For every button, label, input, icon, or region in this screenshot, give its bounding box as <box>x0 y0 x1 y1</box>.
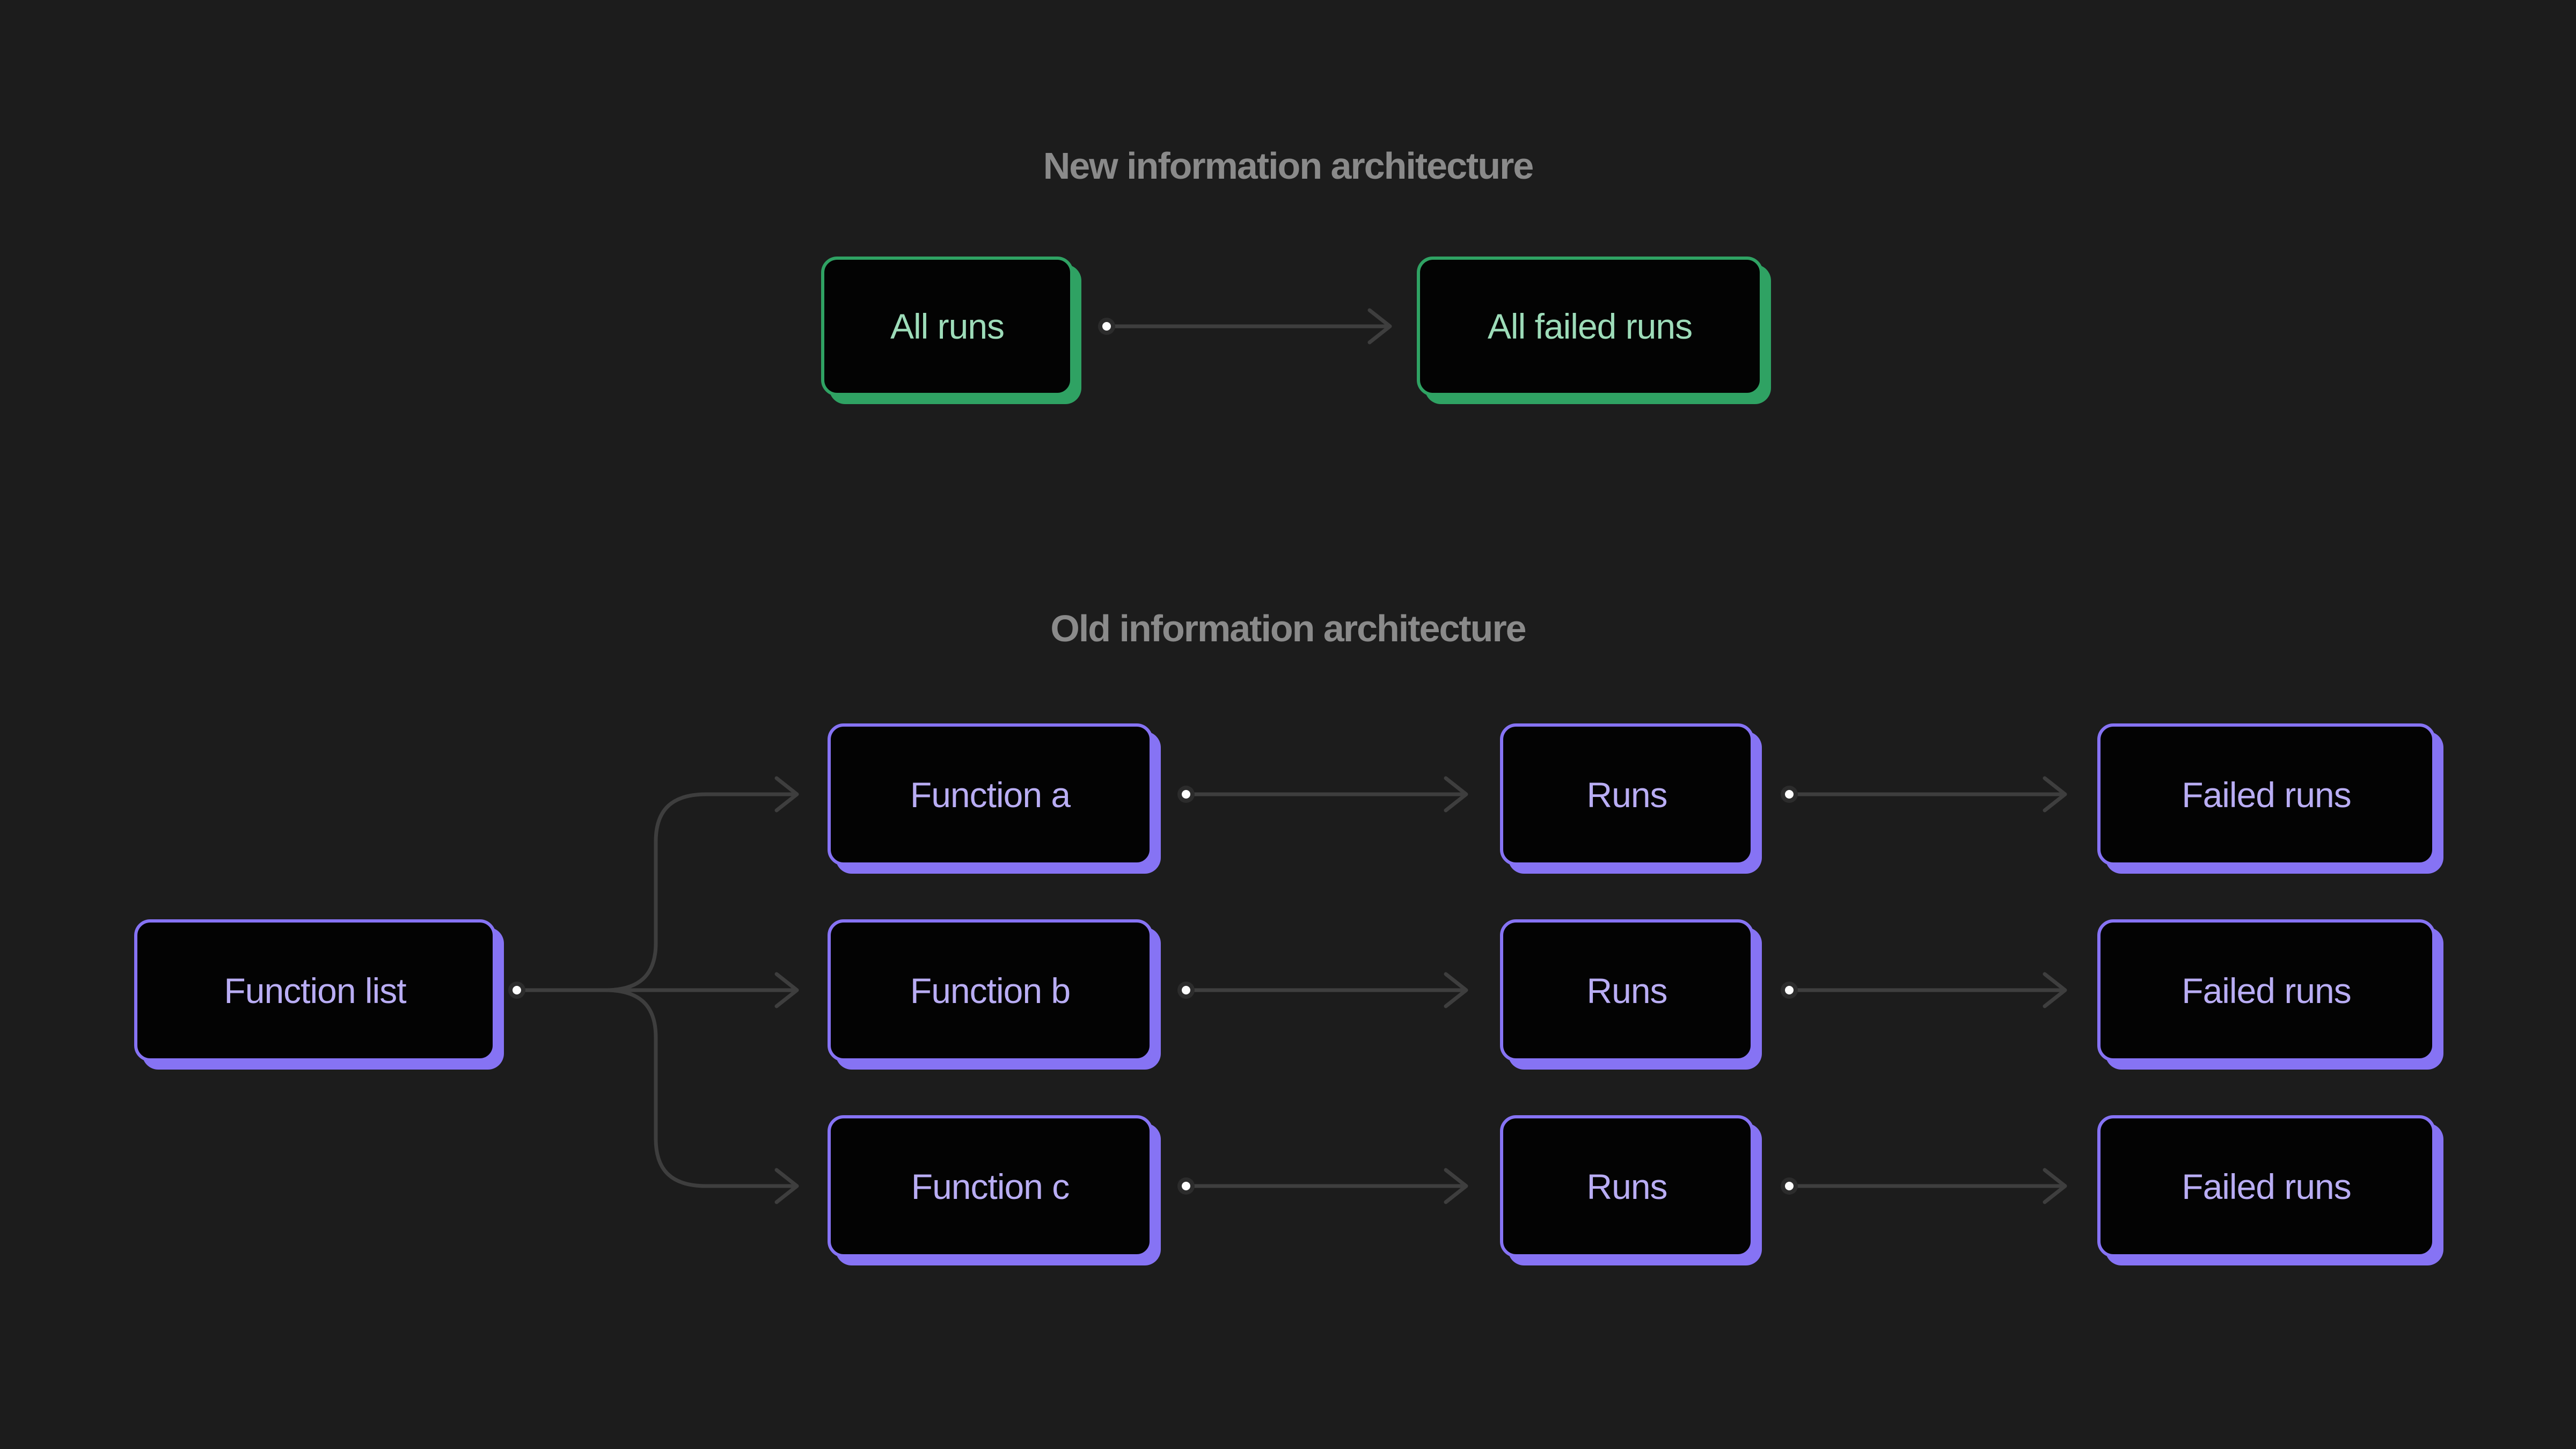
node-label: Runs <box>1586 1166 1667 1206</box>
arrowhead-icon <box>774 1168 799 1204</box>
edge-runs-b-to-failed-runs-b <box>1781 972 2067 1008</box>
node-runs-a: Runs <box>1500 723 1754 866</box>
node-runs-b: Runs <box>1500 919 1754 1062</box>
edge-function-c-to-runs-c <box>1177 1168 1468 1204</box>
arrowhead-icon <box>2043 1168 2067 1204</box>
arrowhead-icon <box>1444 776 1468 813</box>
node-label: All failed runs <box>1487 306 1693 346</box>
edge-runs-a-to-failed-runs-a <box>1781 776 2067 813</box>
arrowhead-icon <box>1444 972 1468 1008</box>
edge-function-list-to-function-a <box>515 776 799 992</box>
node-runs-c: Runs <box>1500 1115 1754 1257</box>
node-label: Function a <box>910 774 1071 815</box>
node-label: Runs <box>1586 970 1667 1011</box>
arrowhead-icon <box>774 972 799 1008</box>
node-label: Failed runs <box>2182 970 2351 1011</box>
arrowhead-icon <box>2043 972 2067 1008</box>
node-failed-runs-b: Failed runs <box>2097 919 2435 1062</box>
edge-function-a-to-runs-a <box>1177 776 1468 813</box>
arrowhead-icon <box>774 776 799 813</box>
node-label: Function c <box>911 1166 1070 1206</box>
node-all-runs: All runs <box>821 257 1073 396</box>
arrowhead-icon <box>1367 308 1392 345</box>
node-function-list: Function list <box>134 919 496 1062</box>
node-failed-runs-a: Failed runs <box>2097 723 2435 866</box>
node-label: Runs <box>1586 774 1667 815</box>
node-label: All runs <box>890 306 1005 346</box>
edge-runs-c-to-failed-runs-c <box>1781 1168 2067 1204</box>
node-function-a: Function a <box>828 723 1153 866</box>
node-failed-runs-c: Failed runs <box>2097 1115 2435 1257</box>
node-label: Function b <box>910 970 1071 1011</box>
arrowhead-icon <box>1444 1168 1468 1204</box>
new-architecture-title: New information architecture <box>1043 145 1534 187</box>
node-label: Failed runs <box>2182 774 2351 815</box>
arrowhead-icon <box>2043 776 2067 813</box>
node-label: Function list <box>224 970 406 1011</box>
node-all-failed-runs: All failed runs <box>1417 257 1763 396</box>
edge-function-b-to-runs-b <box>1177 972 1468 1008</box>
node-function-c: Function c <box>828 1115 1153 1257</box>
edge-function-list-to-function-c <box>508 982 799 1204</box>
node-label: Failed runs <box>2182 1166 2351 1206</box>
old-architecture-title: Old information architecture <box>1050 608 1526 649</box>
edge-all-runs-to-all-failed-runs <box>1098 308 1392 345</box>
node-function-b: Function b <box>828 919 1153 1062</box>
